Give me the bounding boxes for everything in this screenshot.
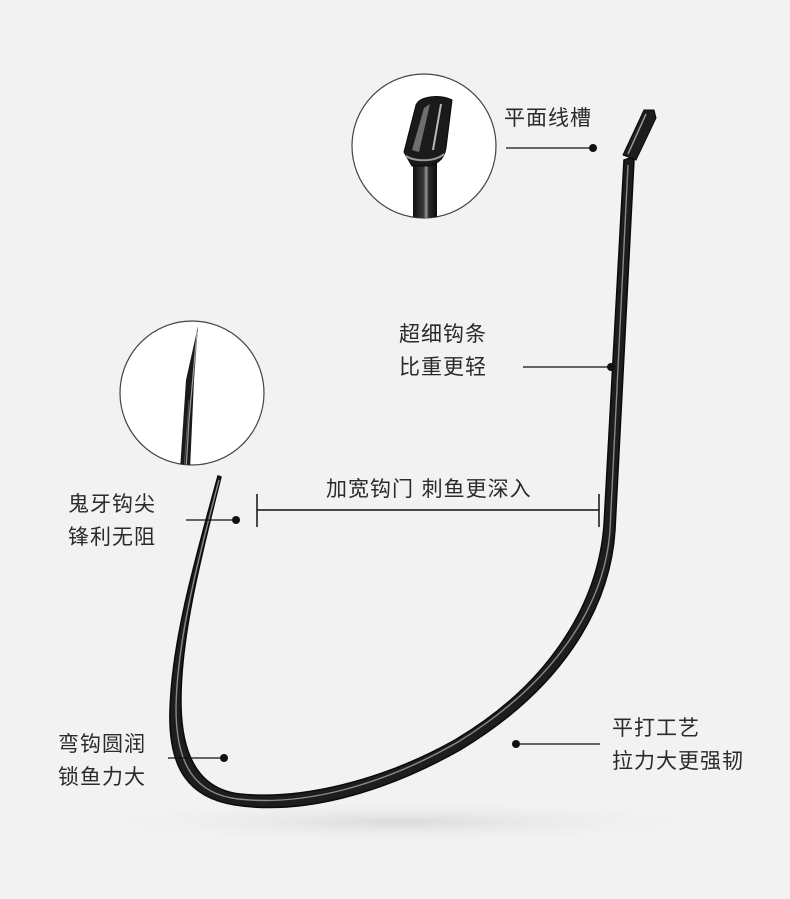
leader-shank bbox=[523, 363, 615, 371]
callout-wide-gap: 加宽钩门 刺鱼更深入 bbox=[326, 473, 532, 506]
floor-shadow bbox=[70, 800, 730, 844]
callout-sharp-point: 鬼牙钩尖 锋利无阻 bbox=[68, 488, 156, 554]
callout-line: 超细钩条 bbox=[399, 322, 487, 346]
callout-line: 锋利无阻 bbox=[68, 525, 156, 549]
needle-point-closeup-icon bbox=[180, 326, 198, 465]
callout-line: 锁鱼力大 bbox=[58, 765, 146, 789]
callout-line: 拉力大更强韧 bbox=[612, 749, 744, 773]
callout-forged: 平打工艺 拉力大更强韧 bbox=[612, 712, 744, 778]
eye-closeup-inset bbox=[351, 73, 497, 219]
callout-round-bend: 弯钩圆润 锁鱼力大 bbox=[58, 728, 146, 794]
callout-line: 弯钩圆润 bbox=[58, 732, 146, 756]
point-closeup-inset bbox=[119, 320, 265, 466]
leader-groove bbox=[506, 144, 597, 152]
callout-line: 平面线槽 bbox=[504, 106, 592, 130]
leader-bend bbox=[168, 754, 228, 762]
callout-flat-groove: 平面线槽 bbox=[504, 102, 592, 135]
callout-line: 比重更轻 bbox=[399, 355, 487, 379]
leader-point bbox=[186, 516, 240, 524]
hook bbox=[169, 109, 657, 809]
callout-line: 平打工艺 bbox=[612, 716, 700, 740]
leader-forged bbox=[512, 740, 600, 748]
callout-line: 鬼牙钩尖 bbox=[68, 492, 156, 516]
callout-thin-shank: 超细钩条 比重更轻 bbox=[399, 318, 487, 384]
flat-eye-closeup-icon bbox=[403, 96, 453, 218]
callout-line: 加宽钩门 刺鱼更深入 bbox=[326, 477, 532, 501]
gap-dimension-line bbox=[256, 494, 600, 527]
